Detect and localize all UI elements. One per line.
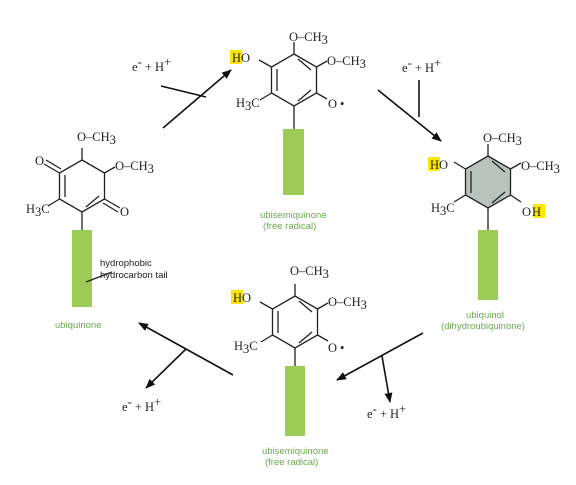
hydrocarbon-tail-semiquinone-bottom	[285, 366, 305, 436]
caption-semiquinone-top-2: (free radical)	[263, 221, 316, 232]
methoxy-label: O–CH3	[328, 295, 367, 312]
electron-proton-label: e- + H+	[367, 402, 406, 421]
arrow-ubiquinol-to-semiquinone: e- + H+	[336, 332, 424, 421]
hydrocarbon-tail-semiquinone-top	[283, 129, 304, 195]
ubisemiquinone-bottom-molecule: HO O–CH3 O–CH3 O• H3C ubisemiquinone (fr…	[231, 264, 367, 468]
hydrocarbon-tail-ubiquinol	[478, 230, 498, 300]
arrow-semiquinone-to-ubiquinol: e- + H+	[377, 56, 442, 142]
hydroxyl-label: OH	[522, 205, 541, 219]
caption-ubiquinone: ubiquinone	[55, 320, 102, 331]
tail-label-line-2: hydrocarbon tail	[100, 270, 168, 281]
hydrocarbon-tail-ubiquinone	[72, 230, 92, 307]
tail-label-line-1: hydrophobic	[100, 258, 152, 269]
arrow-ubiquinone-to-semiquinone: e- + H+	[132, 55, 232, 129]
ubiquinone-molecule: O O O–CH3 O–CH3 H3C hydrophobic hydrocar…	[26, 130, 168, 331]
ubiquinol-molecule: HO O–CH3 O–CH3 OH H3C ubiquinol (dihydro…	[428, 131, 560, 332]
methyl-label: H3C	[431, 201, 455, 218]
hydroxyl-label: HO	[232, 51, 250, 65]
methyl-label: H3C	[236, 96, 260, 113]
hydrogen-highlight	[428, 157, 440, 171]
tail-label-pointer	[85, 271, 113, 283]
caption-semiquinone-bottom-2: (free radical)	[265, 457, 318, 468]
caption-semiquinone-top-1: ubisemiquinone	[260, 210, 327, 221]
electron-proton-label: e- + H+	[132, 55, 171, 74]
electron-proton-label: e- + H+	[402, 56, 441, 75]
radical-oxygen: O•	[328, 97, 344, 111]
radical-oxygen: O•	[328, 341, 344, 355]
methoxy-label: O–CH3	[289, 30, 328, 47]
ubisemiquinone-top-molecule: HO O–CH3 O–CH3 O• H3C ubisemiquinone (fr…	[230, 30, 366, 232]
methyl-label: H3C	[234, 339, 258, 356]
methyl-label: H3C	[26, 202, 50, 219]
caption-ubiquinol-2: (dihydroubiquinone)	[441, 321, 525, 332]
caption-ubiquinol-1: ubiquinol	[466, 310, 504, 321]
methoxy-label: O–CH3	[521, 159, 560, 176]
methoxy-label: O–CH3	[115, 159, 154, 176]
atom-o: O	[35, 154, 44, 168]
hydrogen-highlight	[231, 290, 243, 304]
hydroxyl-label: HO	[430, 158, 448, 172]
hydrogen-highlight	[230, 50, 242, 64]
arrow-semiquinone-to-ubiquinone: e- + H+	[122, 322, 234, 414]
atom-o: O	[120, 205, 129, 219]
methoxy-label: O–CH3	[290, 264, 329, 281]
electron-proton-label: e- + H+	[122, 395, 161, 414]
hydrogen-highlight	[533, 204, 545, 218]
methoxy-label: O–CH3	[77, 130, 116, 147]
methoxy-label: O–CH3	[483, 131, 522, 148]
caption-semiquinone-bottom-1: ubisemiquinone	[262, 446, 329, 457]
hydroxyl-label: HO	[233, 291, 251, 305]
methoxy-label: O–CH3	[327, 54, 366, 71]
